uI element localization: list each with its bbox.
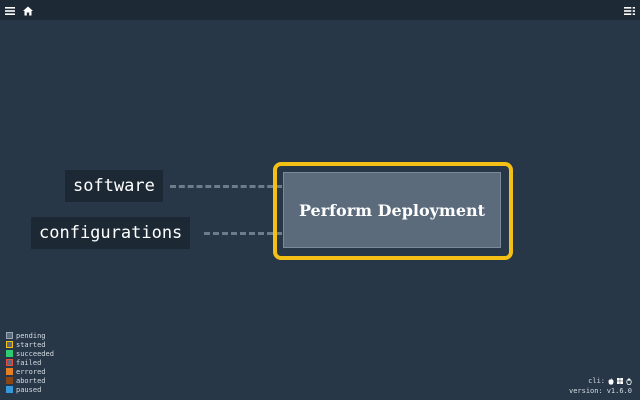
legend-swatch xyxy=(6,386,13,393)
version-value: v1.6.0 xyxy=(606,387,632,395)
legend-item-paused: paused xyxy=(6,385,54,394)
apple-icon[interactable] xyxy=(608,378,614,385)
resource-configurations[interactable]: configurations xyxy=(31,217,191,249)
cli-downloads: cli: xyxy=(569,376,632,386)
legend-swatch xyxy=(6,368,13,375)
legend-item-started: started xyxy=(6,340,54,349)
job-label: Perform Deployment xyxy=(298,200,486,220)
version-label: version: xyxy=(568,387,603,395)
legend-swatch xyxy=(6,332,13,339)
cli-version-info: cli: version: v1.6.0 xyxy=(569,376,632,396)
legend-label: aborted xyxy=(16,376,46,385)
top-bar xyxy=(0,0,640,20)
legend-swatch xyxy=(6,377,13,384)
job-perform-deployment[interactable]: Perform Deployment xyxy=(283,172,501,248)
legend-item-failed: failed xyxy=(6,358,54,367)
legend-item-errored: errored xyxy=(6,367,54,376)
legend-swatch xyxy=(6,350,13,357)
home-icon[interactable] xyxy=(21,3,35,17)
hamburger-icon[interactable] xyxy=(4,3,18,17)
legend-label: started xyxy=(16,340,46,349)
legend-swatch xyxy=(6,341,13,348)
legend-swatch xyxy=(6,359,13,366)
status-legend: pending started succeeded failed errored… xyxy=(6,331,54,394)
connector-configurations xyxy=(204,232,282,235)
cli-label: cli: xyxy=(588,377,605,385)
windows-icon[interactable] xyxy=(617,378,623,384)
version-row: version: v1.6.0 xyxy=(569,386,632,396)
pipeline-menu-icon[interactable] xyxy=(623,3,637,17)
connector-software xyxy=(170,185,282,188)
legend-label: failed xyxy=(16,358,42,367)
linux-icon[interactable] xyxy=(626,378,632,386)
legend-item-succeeded: succeeded xyxy=(6,349,54,358)
resource-software[interactable]: software xyxy=(65,170,163,202)
legend-label: succeeded xyxy=(16,349,54,358)
job-status-outline xyxy=(273,162,513,260)
legend-label: paused xyxy=(16,385,42,394)
pipeline-canvas: software configurations Perform Deployme… xyxy=(0,20,640,400)
legend-label: errored xyxy=(16,367,46,376)
legend-item-aborted: aborted xyxy=(6,376,54,385)
legend-label: pending xyxy=(16,331,46,340)
legend-item-pending: pending xyxy=(6,331,54,340)
